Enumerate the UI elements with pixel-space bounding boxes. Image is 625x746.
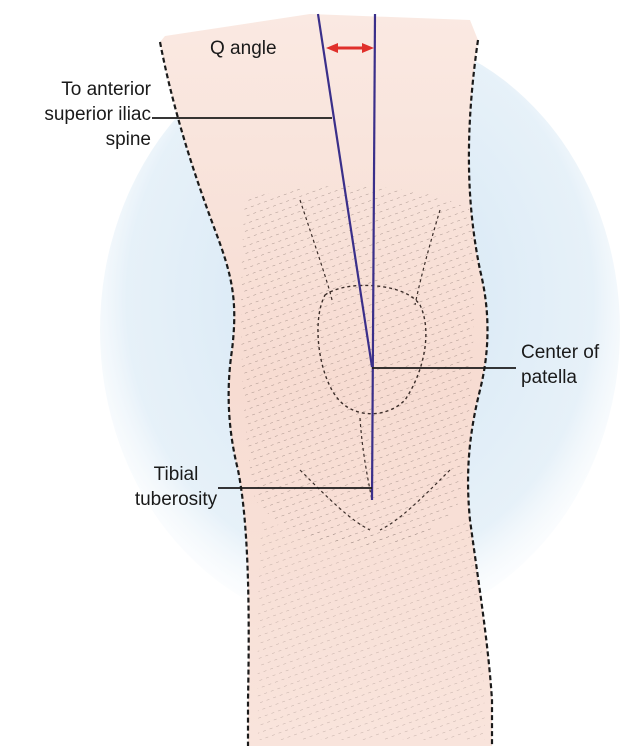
asis-label-line-1: To anterior — [0, 77, 151, 102]
knee-stipple — [241, 186, 474, 545]
asis-label: To anterior superior iliac spine — [0, 77, 151, 152]
q-angle-label: Q angle — [210, 36, 277, 61]
tibial-label-line-2: tuberosity — [128, 487, 224, 512]
patella-label-line-2: patella — [521, 365, 599, 390]
asis-label-line-2: superior iliac — [0, 102, 151, 127]
patella-label-line-1: Center of — [521, 340, 599, 365]
tibial-label-line-1: Tibial — [128, 462, 224, 487]
asis-label-line-3: spine — [0, 127, 151, 152]
lower-leg-stipple — [258, 520, 485, 740]
tibial-label: Tibial tuberosity — [128, 462, 224, 512]
patella-label: Center of patella — [521, 340, 599, 390]
